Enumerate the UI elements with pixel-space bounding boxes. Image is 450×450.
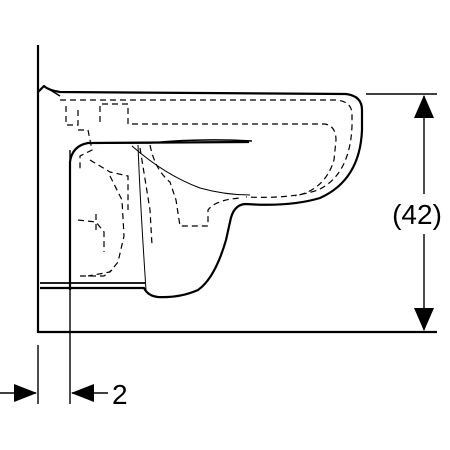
hidden-fixing-1 (77, 219, 105, 252)
hidden-left-channel (65, 106, 79, 126)
height-label-bg (385, 194, 449, 234)
hidden-rim-channel (60, 99, 353, 198)
hidden-vertical-2 (87, 175, 125, 277)
bowl-top-and-front (37, 84, 364, 299)
hidden-outlet (139, 147, 153, 246)
offset-arrow-left (14, 384, 37, 402)
wall-and-floor (36, 45, 437, 334)
bowl-inner-back (68, 140, 250, 290)
seat-line (43, 85, 61, 97)
height-arrow-top (414, 95, 434, 118)
hidden-base (80, 269, 113, 277)
height-dimension (366, 93, 449, 331)
offset-arrow-right (71, 384, 94, 402)
hidden-inner-wall (78, 129, 93, 172)
height-dimension-label: (42) (392, 199, 442, 230)
hidden-lines (60, 99, 353, 277)
bowl-inner-curve (137, 144, 147, 291)
bowl-trap-curve (131, 145, 251, 196)
hidden-vertical-1 (89, 159, 129, 210)
rim-line (88, 139, 253, 144)
hidden-trap-path (149, 144, 241, 227)
offset-dimension-label: 2 (112, 379, 128, 410)
offset-dimension (0, 150, 108, 404)
hidden-inner-bowl (99, 103, 337, 197)
height-arrow-bottom (414, 308, 434, 331)
